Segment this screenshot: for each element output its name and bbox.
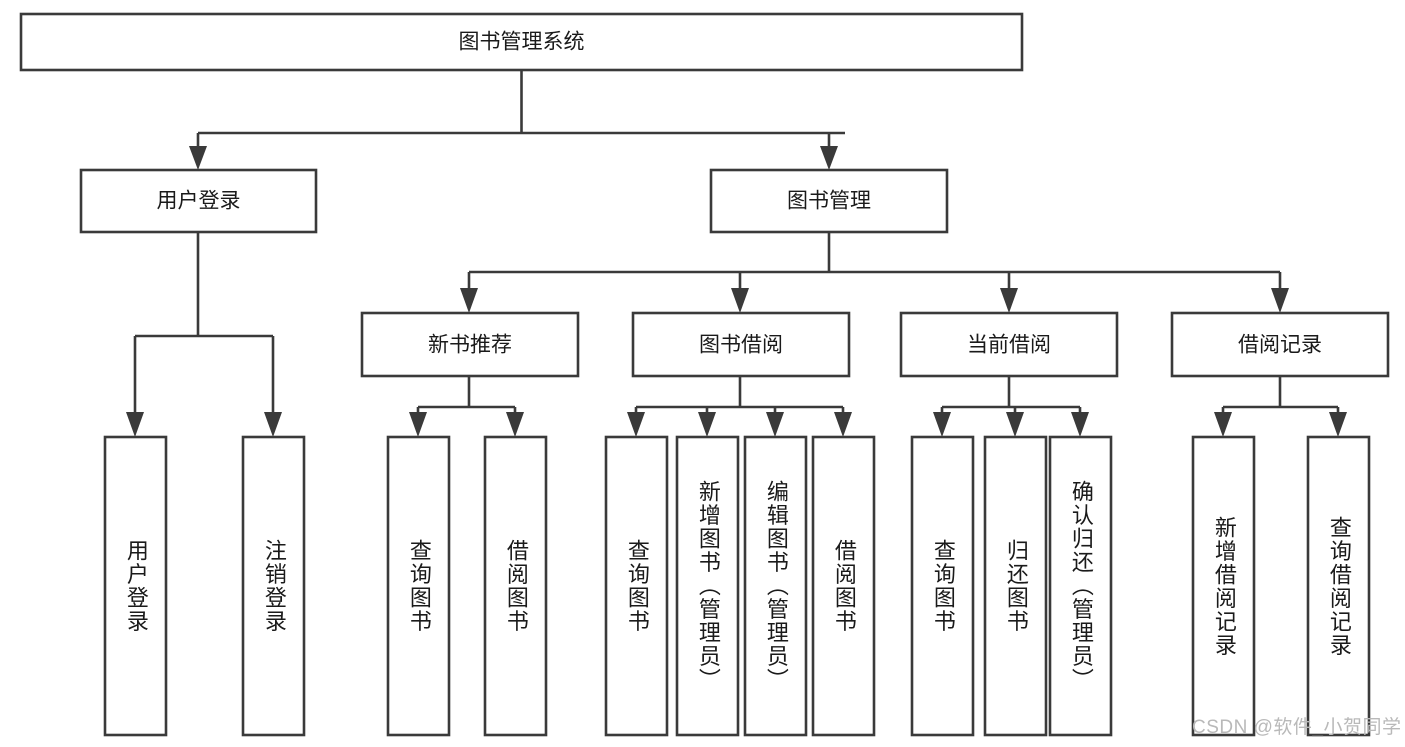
arrow-head-icon	[1006, 412, 1024, 437]
node-user-login-label: 用户登录	[157, 190, 241, 213]
node-leaf-edit-book-admin-box[interactable]	[743, 435, 808, 737]
arrow-head-icon	[1071, 412, 1089, 437]
node-book-borrow[interactable]: 图书借阅	[631, 311, 851, 378]
node-current-borrow[interactable]: 当前借阅	[899, 311, 1119, 378]
node-leaf-add-book-admin-box[interactable]	[675, 435, 740, 737]
node-root[interactable]: 图书管理系统	[19, 12, 1024, 72]
node-root-box[interactable]	[19, 12, 1024, 72]
node-user-login-box[interactable]	[79, 168, 318, 234]
csdn-watermark: CSDN @软件_小贺同学	[1192, 717, 1402, 738]
node-leaf-query-book-1-box[interactable]	[386, 435, 451, 737]
connector-root-to-level2	[189, 70, 845, 170]
arrow-head-icon	[1214, 412, 1232, 437]
arrow-head-icon	[189, 146, 207, 170]
node-leaf-query-book-2-box[interactable]	[604, 435, 669, 737]
node-leaf-query-borrow-record-box[interactable]	[1306, 435, 1371, 737]
node-new-book-recommend-box[interactable]	[360, 311, 580, 378]
connector-borrowrecord-to-leaves	[1214, 376, 1347, 437]
node-leaf-return-book-box[interactable]	[983, 435, 1048, 737]
node-borrow-record[interactable]: 借阅记录	[1170, 311, 1390, 378]
connector-bookmanage-to-level3	[460, 232, 1289, 313]
arrow-head-icon	[698, 412, 716, 437]
arrow-head-icon	[1329, 412, 1347, 437]
node-book-manage[interactable]: 图书管理	[709, 168, 949, 234]
connector-newbook-to-leaves	[409, 376, 524, 437]
connector-userlogin-to-leaves	[126, 232, 282, 437]
arrow-head-icon	[460, 288, 478, 313]
connector-bookborrow-to-leaves	[627, 376, 852, 437]
arrow-head-icon	[627, 412, 645, 437]
arrow-head-icon	[409, 412, 427, 437]
node-leaf-borrow-book-2-box[interactable]	[811, 435, 876, 737]
arrow-head-icon	[264, 412, 282, 437]
arrow-head-icon	[834, 412, 852, 437]
arrow-head-icon	[1000, 288, 1018, 313]
leaf-boxes	[103, 435, 1371, 737]
node-new-book-recommend[interactable]: 新书推荐	[360, 311, 580, 378]
node-book-borrow-label: 图书借阅	[699, 334, 783, 357]
node-leaf-confirm-return-admin-box[interactable]	[1048, 435, 1113, 737]
node-book-manage-label: 图书管理	[787, 190, 871, 213]
node-root-label: 图书管理系统	[459, 31, 585, 54]
arrow-head-icon	[731, 288, 749, 313]
node-borrow-record-label: 借阅记录	[1238, 334, 1322, 357]
node-leaf-logout-login-box[interactable]	[241, 435, 306, 737]
node-leaf-user-login-box[interactable]	[103, 435, 168, 737]
arrow-head-icon	[820, 146, 838, 170]
node-leaf-add-borrow-record-box[interactable]	[1191, 435, 1256, 737]
node-leaf-borrow-book-1-box[interactable]	[483, 435, 548, 737]
connector-currentborrow-to-leaves	[933, 376, 1089, 437]
arrow-head-icon	[126, 412, 144, 437]
arrow-head-icon	[933, 412, 951, 437]
node-book-manage-box[interactable]	[709, 168, 949, 234]
node-current-borrow-label: 当前借阅	[967, 334, 1051, 357]
arrow-head-icon	[766, 412, 784, 437]
node-leaf-query-book-3-box[interactable]	[910, 435, 975, 737]
node-borrow-record-box[interactable]	[1170, 311, 1390, 378]
node-new-book-recommend-label: 新书推荐	[428, 334, 512, 357]
node-book-borrow-box[interactable]	[631, 311, 851, 378]
node-current-borrow-box[interactable]	[899, 311, 1119, 378]
arrow-head-icon	[506, 412, 524, 437]
node-user-login[interactable]: 用户登录	[79, 168, 318, 234]
arrow-head-icon	[1271, 288, 1289, 313]
